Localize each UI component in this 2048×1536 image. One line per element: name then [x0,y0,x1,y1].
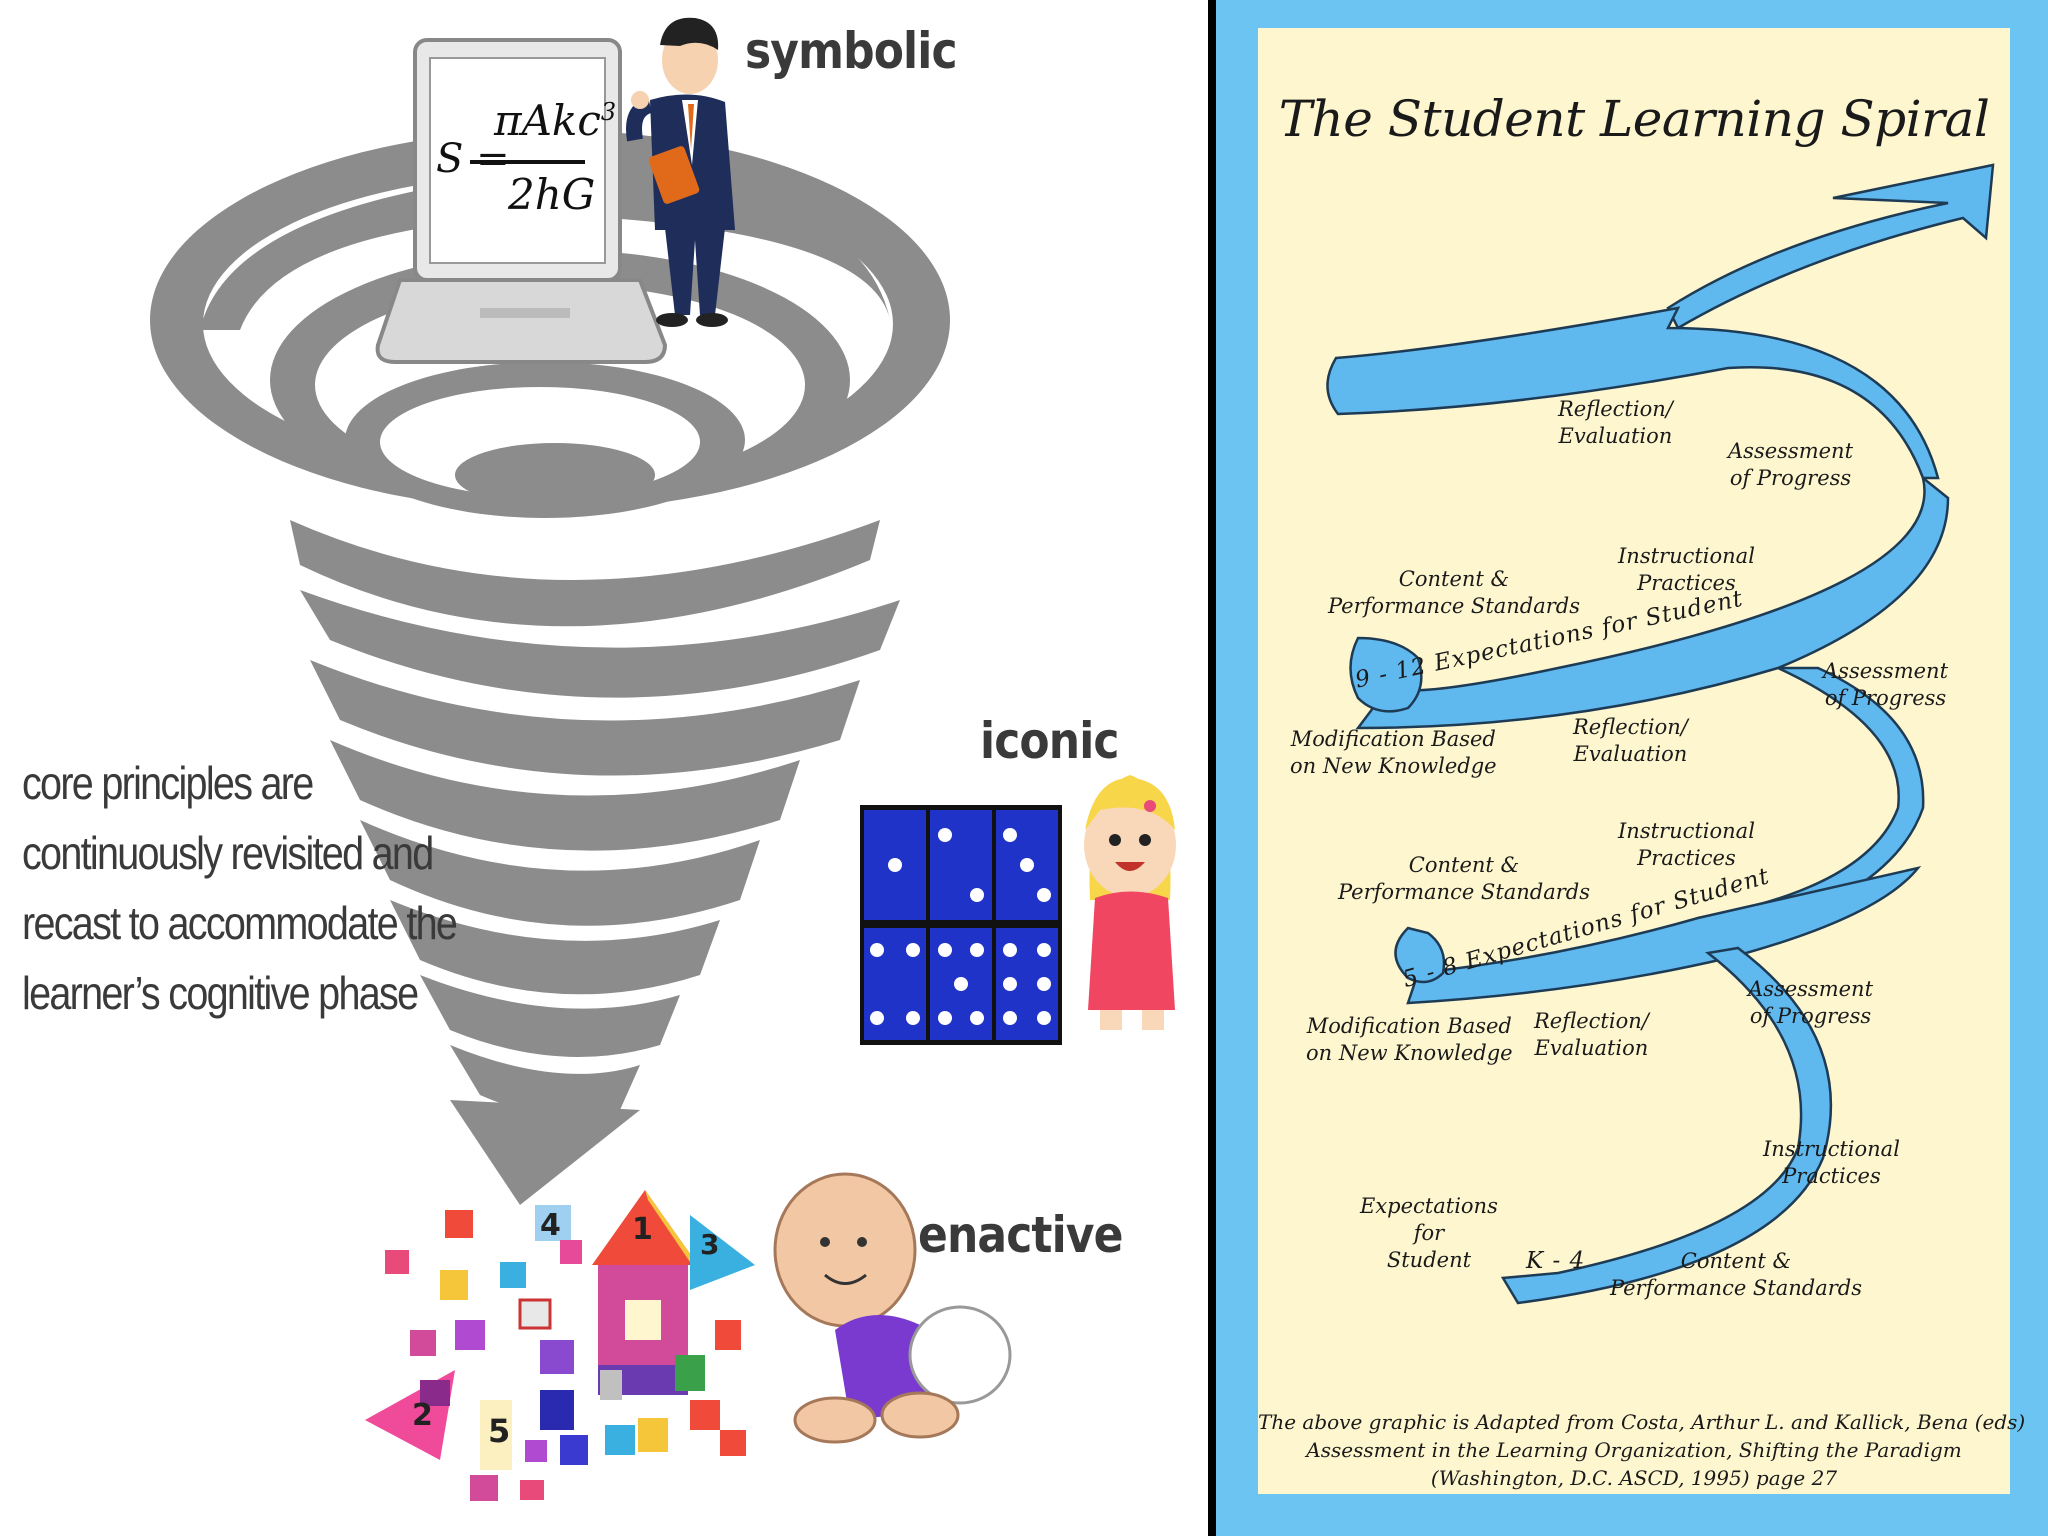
text-line: on New Knowledge [1306,1041,1513,1065]
text-line: of Progress [1824,686,1947,710]
dice-grid [860,805,1062,1045]
text-line: Evaluation [1573,742,1688,766]
core-text-line-4: learner’s cognitive phase [22,967,419,1019]
credit-line: (Washington, D.C. ASCD, 1995) page 27 [1430,1466,1838,1490]
label-assessment-2: Assessment of Progress [1823,658,1948,712]
text-line: Reflection/ [1573,715,1688,739]
learning-spiral-poster: The Student Learning Spiral 9 - 12 Expec… [1258,28,2026,1494]
label-content-2: Content & Performance Standards [1338,852,1590,906]
poster-title: The Student Learning Spiral [1278,90,1990,148]
text-line: Practices [1782,1164,1881,1188]
baby-illustration [773,1172,1012,1444]
text-line: Instructional [1618,819,1755,843]
text-line: Practices [1637,571,1736,595]
text-line: of Progress [1749,1004,1872,1028]
source-credit: The above graphic is Adapted from Costa,… [1258,1408,2026,1492]
text-line: of Progress [1729,466,1852,490]
text-line: Student [1386,1248,1472,1272]
businessman-illustration [626,17,735,327]
text-line: Practices [1637,846,1736,870]
text-line: Performance Standards [1338,880,1591,904]
block-number-1: 1 [632,1212,653,1247]
formula-numerator-text: πAkc [494,96,601,145]
text-line: Performance Standards [1328,594,1581,618]
label-instructional-3: Instructional Practices [1763,1136,1900,1190]
text-line: Expectations [1360,1194,1498,1218]
learning-spiral-ribbon [1326,163,1995,1305]
text-line: Content & [1680,1249,1792,1273]
label-assessment-3: Assessment of Progress [1748,976,1873,1030]
text-line: Instructional [1618,544,1755,568]
core-text-line-2: continuously revisited and [22,827,434,879]
laptop-illustration [375,38,668,364]
text-line: Assessment [1728,439,1854,463]
label-instructional-2: Instructional Practices [1618,818,1755,872]
ribbon-label-k-4: K - 4 [1526,1248,1586,1274]
block-number-4: 4 [540,1208,561,1243]
core-text-line-3: recast to accommodate the [22,897,458,949]
label-content-1: Content & Performance Standards [1328,566,1580,620]
text-line: for [1413,1221,1445,1245]
credit-line: The above graphic is Adapted from Costa,… [1258,1410,2026,1434]
label-content-3: Content & Performance Standards [1610,1248,1862,1302]
bruner-stages-illustration: S = πAkc3 2hG symbolic iconic enactive [0,0,1208,1536]
text-line: Performance Standards [1610,1276,1863,1300]
toy-blocks-illustration [365,1190,755,1501]
core-principles-text: core principles are continuously revisit… [22,748,458,1028]
learning-spiral-panel: The Student Learning Spiral 9 - 12 Expec… [1216,0,2048,1536]
text-line: Assessment [1823,659,1949,683]
label-modification-1: Modification Based on New Knowledge [1290,726,1497,780]
core-text-line-1: core principles are [22,757,314,809]
block-number-5: 5 [488,1412,511,1450]
formula-numerator: πAkc3 [494,96,616,145]
text-line: Content & [1408,853,1520,877]
block-number-2: 2 [412,1398,433,1433]
label-instructional-1: Instructional Practices [1618,543,1755,597]
label-modification-2: Modification Based on New Knowledge [1306,1013,1513,1067]
label-reflection-3: Reflection/ Evaluation [1534,1008,1649,1062]
girl-illustration [1084,775,1176,1030]
text-line: Evaluation [1558,424,1673,448]
enactive-label: enactive [918,1206,1123,1264]
block-number-3: 3 [700,1228,720,1261]
formula-lhs: S = [436,136,510,182]
formula-exponent: 3 [600,98,617,126]
text-line: Modification Based [1306,1014,1512,1038]
text-line: Modification Based [1290,727,1496,751]
text-line: Instructional [1763,1137,1900,1161]
text-line: on New Knowledge [1290,754,1497,778]
label-assessment-top: Assessment of Progress [1728,438,1853,492]
text-line: Assessment [1748,977,1874,1001]
label-reflection-top: Reflection/ Evaluation [1558,396,1673,450]
label-expectations-k4: Expectations for Student [1360,1193,1498,1274]
credit-line: Assessment in the Learning Organization,… [1306,1438,1962,1462]
formula-denominator: 2hG [508,170,596,219]
text-line: Reflection/ [1534,1009,1649,1033]
text-line: Reflection/ [1558,397,1673,421]
iconic-label: iconic [980,712,1119,770]
text-line: Evaluation [1534,1036,1649,1060]
label-reflection-2: Reflection/ Evaluation [1573,714,1688,768]
symbolic-label: symbolic [745,22,958,80]
text-line: Content & [1398,567,1510,591]
